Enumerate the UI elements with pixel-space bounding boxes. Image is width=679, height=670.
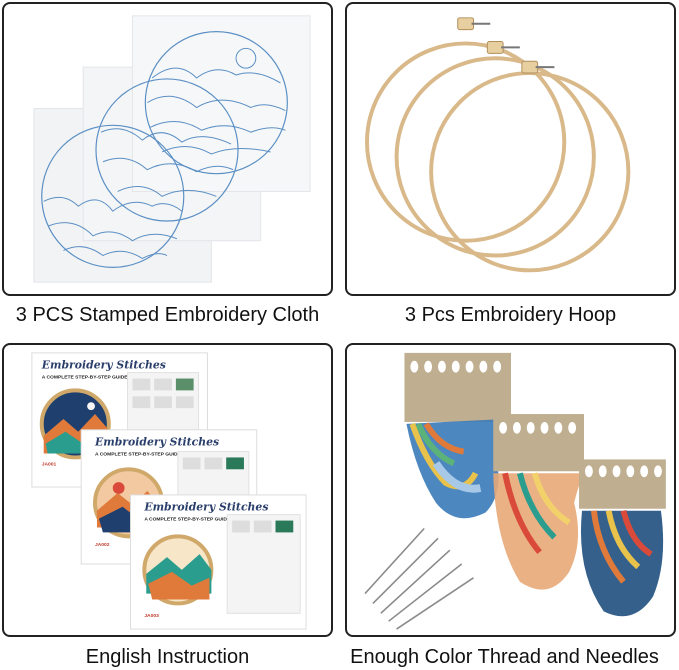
sheet-2-subtitle: A COMPLETE STEP-BY-STEP GUIDE [95,451,182,457]
sheet-2-code: JA002 [95,542,110,548]
sheet-1-code: JA001 [42,461,57,467]
caption-embroidery-hoop: 3 Pcs Embroidery Hoop [404,304,617,326]
sheet-3-code: JA003 [144,613,159,619]
instruction-sheet-3: Embroidery Stitches A COMPLETE STEP-BY-S… [130,494,307,630]
caption-color-thread-needles: Enough Color Thread and Needles [350,646,659,668]
sheet-3-subtitle: A COMPLETE STEP-BY-STEP GUIDE [144,517,231,523]
sheet-3-title: Embroidery Stitches [143,501,268,514]
sheet-2-title: Embroidery Stitches [94,436,219,449]
instruction-panel: Embroidery Stitches A COMPLETE STEP-BY-S… [2,343,333,637]
stamped-cloth-panel [2,2,333,296]
instruction-sheets-image: Embroidery Stitches A COMPLETE STEP-BY-S… [31,352,307,630]
caption-english-instruction: English Instruction [85,646,250,668]
thread-needles-panel [345,343,676,637]
embroidery-hoop-panel [345,2,676,296]
needles [364,527,474,630]
stamped-cloth-image [33,15,311,283]
sheet-1-title: Embroidery Stitches [41,359,166,372]
sheet-1-subtitle: A COMPLETE STEP-BY-STEP GUIDE [42,375,129,381]
caption-stamped-cloth: 3 PCS Stamped Embroidery Cloth [15,304,320,326]
thread-needles-image [364,352,666,630]
embroidery-hoop-image [365,17,631,273]
instruction-sheet-1: Embroidery Stitches A COMPLETE STEP-BY-S… [31,352,208,488]
